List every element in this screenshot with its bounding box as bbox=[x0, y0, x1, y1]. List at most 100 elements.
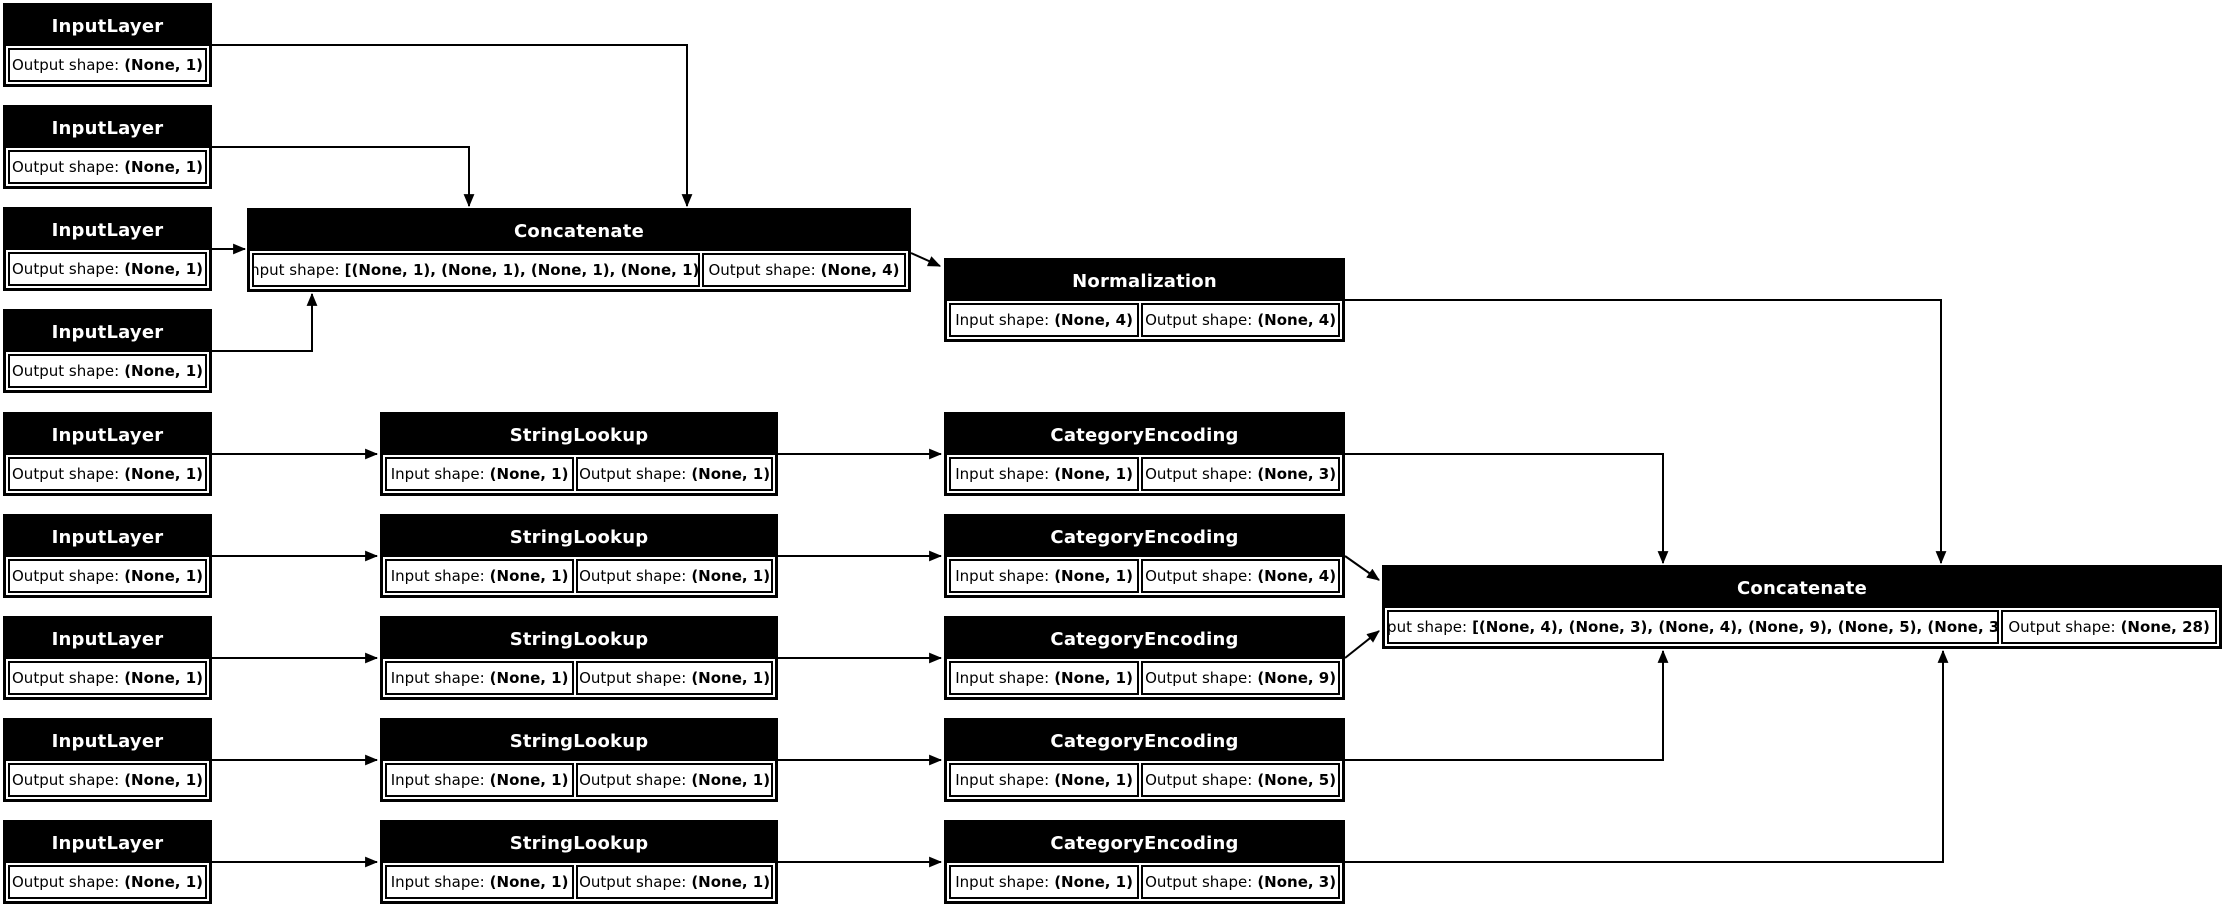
output-shape-cell: Output shape:(None, 1) bbox=[8, 252, 207, 286]
shape-label: Output shape: bbox=[12, 669, 120, 687]
shape-label: Output shape: bbox=[1145, 669, 1253, 687]
shape-label: Input shape: bbox=[955, 311, 1050, 329]
input-shape-cell: Input shape:(None, 1) bbox=[949, 763, 1140, 797]
output-shape-cell: Output shape:(None, 4) bbox=[1141, 303, 1340, 337]
shape-value: (None, 1) bbox=[124, 669, 203, 687]
shape-label: Input shape: bbox=[955, 873, 1050, 891]
input-shape-cell: Input shape:[(None, 1), (None, 1), (None… bbox=[252, 253, 700, 287]
output-shape-cell: Output shape:(None, 1) bbox=[8, 763, 207, 797]
shape-label: Input shape: bbox=[955, 669, 1050, 687]
shape-label: Output shape: bbox=[12, 465, 120, 483]
output-shape-cell: Output shape:(None, 1) bbox=[576, 865, 773, 899]
edge-inputlayer1-to-concatenate1 bbox=[212, 44, 693, 208]
node-string-lookup-1: StringLookup Input shape:(None, 1) Outpu… bbox=[380, 412, 778, 496]
shape-label: Output shape: bbox=[2008, 618, 2116, 636]
layer-title: InputLayer bbox=[6, 108, 209, 148]
node-string-lookup-5: StringLookup Input shape: (None, 1) Outpu… bbox=[380, 820, 778, 904]
shape-value: (None, 4) bbox=[1054, 311, 1133, 329]
shape-value: (None, 1) bbox=[691, 669, 771, 687]
output-shape-cell: Output shape:(None, 1) bbox=[8, 354, 207, 388]
input-shape-cell: Input shape:(None, 1) bbox=[385, 661, 575, 695]
edge-categoryencoding3-to-concatenate2 bbox=[1344, 630, 1380, 659]
node-category-encoding-3: CategoryEncoding Input shape:(None, 1) O… bbox=[944, 616, 1345, 700]
input-shape-cell: Input shape:(None, 1) bbox=[949, 661, 1140, 695]
node-input-layer-3: InputLayer Output shape:(None, 1) bbox=[3, 207, 212, 291]
layer-title: StringLookup bbox=[383, 823, 775, 863]
shape-value: (None, 1) bbox=[489, 669, 569, 687]
node-category-encoding-5: CategoryEncoding Input shape:(None, 1) O… bbox=[944, 820, 1345, 904]
node-category-encoding-1: CategoryEncoding Input shape:(None, 1) O… bbox=[944, 412, 1345, 496]
shape-value: (None, 1) bbox=[489, 465, 569, 483]
node-input-layer-5: InputLayer Output shape:(None, 1) bbox=[3, 412, 212, 496]
shape-label: Output shape: bbox=[579, 567, 687, 585]
output-shape-cell: Output shape:(None, 1) bbox=[8, 48, 207, 82]
node-concatenate-2: Concatenate Input shape:[(None, 4), (Non… bbox=[1382, 565, 2222, 649]
node-category-encoding-4: CategoryEncoding Input shape:(None, 1) O… bbox=[944, 718, 1345, 802]
edge-categoryencoding5-to-concatenate2 bbox=[1345, 649, 1949, 863]
input-shape-cell: Input shape:(None, 1) bbox=[385, 763, 575, 797]
input-shape-cell: Input shape:(None, 1) bbox=[949, 865, 1140, 899]
shape-label: Output shape: bbox=[579, 771, 687, 789]
edge-concatenate1-to-normalization bbox=[910, 252, 941, 267]
shape-value: (None, 1) bbox=[1054, 669, 1133, 687]
layer-title: InputLayer bbox=[6, 312, 209, 352]
output-shape-cell: Output shape:(None, 1) bbox=[8, 865, 207, 899]
layer-title: InputLayer bbox=[6, 415, 209, 455]
output-shape-cell: Output shape:(None, 4) bbox=[701, 253, 906, 287]
node-string-lookup-3: StringLookup Input shape:(None, 1) Outpu… bbox=[380, 616, 778, 700]
output-shape-cell: Output shape:(None, 1) bbox=[8, 457, 207, 491]
shape-label: Input shape: bbox=[390, 873, 485, 891]
shape-label: Input shape: bbox=[390, 567, 485, 585]
shape-label: Output shape: bbox=[12, 771, 120, 789]
shape-value: (None, 1) bbox=[124, 465, 203, 483]
shape-value: [(None, 4), (None, 3), (None, 4), (None,… bbox=[1472, 618, 2000, 636]
shape-value: (None, 1) bbox=[691, 873, 771, 891]
layer-title: InputLayer bbox=[6, 619, 209, 659]
shape-label: Input shape: bbox=[390, 669, 485, 687]
shape-value: (None, 1) bbox=[124, 158, 203, 176]
output-shape-cell: Output shape:(None, 1) bbox=[576, 763, 773, 797]
shape-value: (None, 1) bbox=[124, 567, 203, 585]
shape-value: (None, 5) bbox=[1257, 771, 1337, 789]
input-shape-cell: Input shape:(None, 1) bbox=[949, 559, 1140, 593]
output-shape-cell: Output shape:(None, 4) bbox=[1141, 559, 1340, 593]
node-input-layer-1: InputLayer Output shape:(None, 1) bbox=[3, 3, 212, 87]
layer-title: InputLayer bbox=[6, 721, 209, 761]
layer-title: CategoryEncoding bbox=[947, 721, 1342, 761]
shape-value: (None, 1) bbox=[1054, 873, 1133, 891]
shape-label: Input shape: bbox=[955, 465, 1050, 483]
node-input-layer-8: InputLayer Output shape:(None, 1) bbox=[3, 718, 212, 802]
shape-value: (None, 28) bbox=[2120, 618, 2210, 636]
node-input-layer-7: InputLayer Output shape:(None, 1) bbox=[3, 616, 212, 700]
shape-label: Output shape: bbox=[12, 567, 120, 585]
input-shape-cell: Input shape:(None, 1) bbox=[949, 457, 1140, 491]
output-shape-cell: Output shape:(None, 1) bbox=[8, 661, 207, 695]
layer-title: Concatenate bbox=[250, 211, 908, 251]
node-input-layer-6: InputLayer Output shape:(None, 1) bbox=[3, 514, 212, 598]
layer-title: Normalization bbox=[947, 261, 1342, 301]
input-shape-cell: Input shape:(None, 1) bbox=[385, 559, 575, 593]
shape-value: (None, 1) bbox=[691, 567, 771, 585]
node-input-layer-2: InputLayer Output shape:(None, 1) bbox=[3, 105, 212, 189]
layer-title: StringLookup bbox=[383, 415, 775, 455]
output-shape-cell: Output shape:(None, 9) bbox=[1141, 661, 1340, 695]
shape-label: Output shape: bbox=[12, 873, 120, 891]
shape-label: Output shape: bbox=[1145, 465, 1253, 483]
node-category-encoding-2: CategoryEncoding Input shape:(None, 1) O… bbox=[944, 514, 1345, 598]
output-shape-cell: Output shape:(None, 3) bbox=[1141, 865, 1340, 899]
input-shape-cell: Input shape:(None, 4) bbox=[949, 303, 1140, 337]
layer-title: CategoryEncoding bbox=[947, 415, 1342, 455]
edge-categoryencoding2-to-concatenate2 bbox=[1344, 555, 1380, 581]
output-shape-cell: Output shape:(None, 1) bbox=[8, 150, 207, 184]
shape-value: [(None, 1), (None, 1), (None, 1), (None,… bbox=[344, 261, 700, 279]
layer-title: InputLayer bbox=[6, 517, 209, 557]
shape-label: Output shape: bbox=[12, 362, 120, 380]
output-shape-cell: Output shape:(None, 3) bbox=[1141, 457, 1340, 491]
layer-title: InputLayer bbox=[6, 6, 209, 46]
shape-value: (None, 1) bbox=[1054, 465, 1133, 483]
shape-label: Output shape: bbox=[708, 261, 816, 279]
node-normalization: Normalization Input shape:(None, 4) Outp… bbox=[944, 258, 1345, 342]
shape-value: (None, 1) bbox=[124, 56, 203, 74]
shape-label: Output shape: bbox=[579, 873, 687, 891]
edge-normalization-to-concatenate2 bbox=[1345, 299, 1947, 565]
